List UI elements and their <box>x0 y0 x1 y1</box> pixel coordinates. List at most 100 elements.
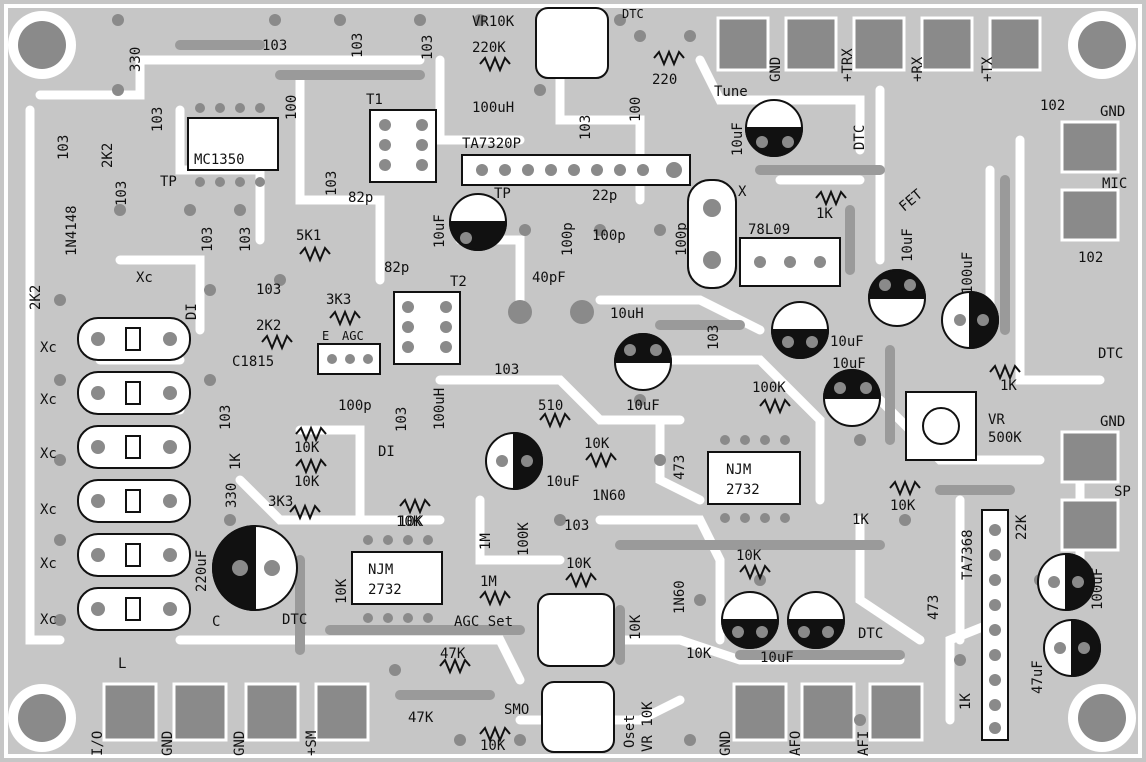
label-r1m-b: 1M <box>480 574 497 590</box>
label-vr10k: VR10K <box>472 14 515 30</box>
label-afo: AFO <box>788 731 804 756</box>
cap-10uf-e <box>613 333 673 391</box>
cap-10uf-h2 <box>786 591 846 649</box>
label-r47k-a: 47K <box>440 646 466 662</box>
label-gnd-b2: GND <box>232 731 248 756</box>
label-tune: Tune <box>714 84 748 100</box>
label-sp: SP <box>1114 484 1131 500</box>
label-xc7: Xc <box>40 612 57 628</box>
label-l: L <box>118 656 126 672</box>
label-r220k: 220K <box>472 40 506 56</box>
crystal-x <box>687 179 737 289</box>
label-tp2: TP <box>494 186 511 202</box>
mounting-hole-bottom-right-inner <box>1078 694 1126 742</box>
label-rx: +RX <box>910 56 926 82</box>
label-xc4: Xc <box>40 446 57 462</box>
cap-10uf-h1 <box>720 591 780 649</box>
label-gnd-right-2: GND <box>1100 414 1125 430</box>
resistor-symbols <box>261 49 1021 743</box>
label-c10uf-c: 10uF <box>900 228 916 262</box>
pad-sm <box>314 682 370 742</box>
label-c100uf-b: 100uF <box>1090 568 1106 610</box>
label-r3k3b: 3K3 <box>268 494 293 510</box>
label-c103-g: 103 <box>56 135 72 160</box>
connector-pads-bottom <box>102 682 924 742</box>
cap-10uf-c <box>867 269 927 327</box>
label-dtc-r: DTC <box>852 125 868 150</box>
pot-oset <box>541 681 615 753</box>
pot-agc-set <box>537 593 615 667</box>
label-1n60a: 1N60 <box>592 488 626 504</box>
label-vr10k-b: VR 10K <box>640 701 656 752</box>
label-c10uf-e: 10uF <box>626 398 660 414</box>
label-r3k3a: 3K3 <box>326 292 351 308</box>
pad-tx <box>988 16 1042 72</box>
label-c22p: 22p <box>592 188 617 204</box>
mounting-holes <box>8 11 1136 752</box>
label-c10uf-a: 10uF <box>432 214 448 248</box>
label-r1k-c: 1K <box>228 453 244 470</box>
label-r5k1: 5K1 <box>296 228 321 244</box>
label-c103-m: 103 <box>218 405 234 430</box>
label-r510: 510 <box>538 398 563 414</box>
label-r2k2c: 2K2 <box>256 318 281 334</box>
electrolytic-caps <box>212 99 1101 678</box>
pot-vr500k-knob <box>922 407 960 445</box>
pad-trx <box>852 16 906 72</box>
pad-gnd-bottom-1 <box>172 682 228 742</box>
label-r100a: 100 <box>284 95 300 120</box>
label-l10uh: 10uH <box>610 306 644 322</box>
label-c473-b: 473 <box>926 595 942 620</box>
label-xc3: Xc <box>40 392 57 408</box>
label-c103-d: 103 <box>150 107 166 132</box>
cap-10uf-a <box>448 193 508 251</box>
cap-220uf <box>212 524 298 612</box>
label-r10k-a: 10K <box>294 440 320 456</box>
pad-gnd-right-2 <box>1060 430 1120 484</box>
silkscreen: Tune GND +TRX +RX +TX GND MIC GND SP I/O… <box>28 7 1131 756</box>
label-r47k-b: 47K <box>408 710 434 726</box>
pad-afi <box>868 682 924 742</box>
label-sm: +SM <box>304 731 320 756</box>
label-c100p-a: 100p <box>560 222 576 256</box>
label-c102-a: 102 <box>1040 98 1065 114</box>
label-r10k-c: 10K <box>584 436 610 452</box>
label-c473-a: 473 <box>672 455 688 480</box>
label-r100k: 100K <box>752 380 786 396</box>
pad-rx <box>920 16 974 72</box>
label-tx: +TX <box>980 56 996 82</box>
label-tp1: TP <box>160 174 177 190</box>
label-gnd-b3: GND <box>718 731 734 756</box>
label-c103-b: 103 <box>350 33 366 58</box>
pot-vr10k-top <box>535 7 609 79</box>
label-c103-h: 103 <box>114 181 130 206</box>
label-c103-n: 103 <box>394 407 410 432</box>
label-l100uh-b: 100uH <box>432 388 448 430</box>
label-r2k2a: 2K2 <box>100 143 116 168</box>
label-c103-c: 103 <box>420 35 436 60</box>
label-r10k-f: 10K <box>334 578 350 604</box>
label-t1: T1 <box>366 92 383 108</box>
crystal-stack <box>77 317 191 631</box>
label-c103-q: 103 <box>564 518 589 534</box>
crystal-pads <box>91 332 177 616</box>
connector-pads-right <box>1060 120 1120 552</box>
label-njm-2a: NJM <box>368 562 393 578</box>
cap-10uf-d <box>770 301 830 359</box>
label-c103-j: 103 <box>238 227 254 252</box>
label-r330b: 330 <box>224 483 240 508</box>
label-agc-set: AGC Set <box>454 614 513 630</box>
label-r10k-j: 10K <box>686 646 712 662</box>
label-c10uf-h: 10uF <box>760 650 794 666</box>
label-r10k-b: 10K <box>294 474 320 490</box>
label-c82p-a: 82p <box>348 190 373 206</box>
cap-10uf-tune <box>744 99 804 157</box>
pad-tune <box>716 16 770 72</box>
cap-47uf <box>1043 618 1101 678</box>
pad-afo <box>800 682 856 742</box>
label-c103-e: 103 <box>578 115 594 140</box>
label-mc1350: MC1350 <box>194 152 245 168</box>
label-c10uf-b: 10uF <box>730 122 746 156</box>
cap-100uf-b <box>1037 552 1095 612</box>
